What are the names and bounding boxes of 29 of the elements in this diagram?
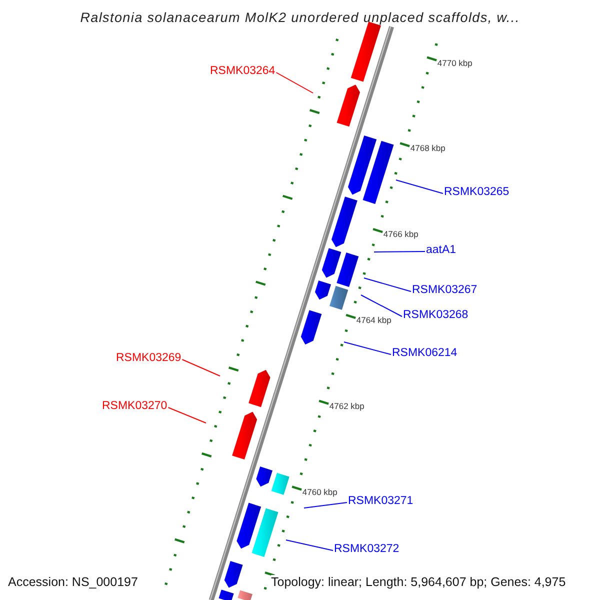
gene-label: RSMK03269	[116, 352, 182, 365]
leader-line	[364, 278, 412, 292]
gene-label: RSMK03271	[348, 495, 414, 508]
leader-line	[344, 342, 392, 355]
scale-label: 4764 kbp	[356, 315, 392, 326]
info-text: Accession: NS_000197	[8, 575, 138, 590]
leader-line	[304, 502, 348, 508]
scale-label: 4770 kbp	[437, 58, 472, 68]
scale-label: 4768 kbp	[410, 143, 446, 154]
scale-label: 4760 kbp	[302, 486, 338, 497]
gene-label: RSMK03270	[102, 400, 168, 413]
scale-label: 4766 kbp	[383, 229, 418, 240]
gene-label: RSMK03268	[403, 309, 468, 322]
leader-line	[168, 407, 206, 424]
gene-label: RSMK03265	[444, 186, 510, 199]
leader-line	[276, 72, 314, 94]
gene-label: aatA1	[426, 244, 456, 257]
leader-line	[182, 359, 220, 376]
leader-line	[286, 540, 334, 551]
gene-label: RSMK03272	[334, 543, 400, 556]
scale-label: 4762 kbp	[329, 400, 364, 411]
gene-label: RSMK03267	[412, 284, 478, 297]
leader-line	[374, 251, 426, 252]
map-title: Ralstonia solanacearum MolK2 unordered unplaced scaffolds, w...	[80, 10, 520, 26]
gene-label: RSMK06214	[392, 347, 458, 360]
leader-line	[360, 294, 402, 317]
gene-label: RSMK03264	[210, 65, 276, 78]
leader-line	[396, 180, 444, 194]
info-text: Topology: linear; Length: 5,964,607 bp; Genes: 4,975	[271, 575, 566, 590]
